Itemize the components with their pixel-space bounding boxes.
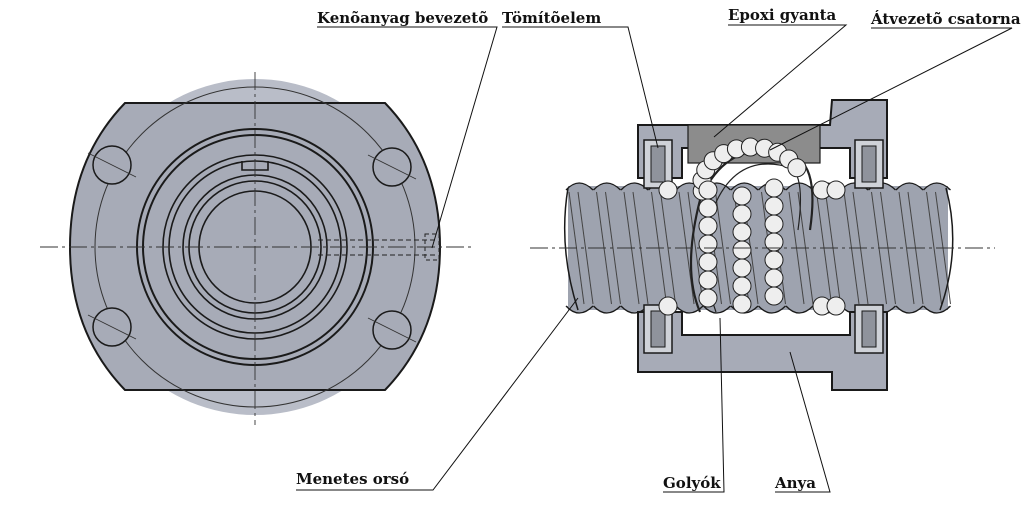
thread-crest-bottom [758, 305, 786, 314]
thread-flank [715, 191, 731, 305]
label-transfer-channel: Átvezetõ csatorna [871, 10, 1021, 28]
seal-element [643, 139, 673, 189]
ball [658, 296, 678, 316]
ball [658, 180, 678, 200]
ball [732, 222, 752, 242]
bolt-hole-centerline [87, 152, 137, 178]
ball [826, 296, 846, 316]
ball [732, 294, 752, 314]
thread-flank [577, 191, 594, 305]
label-epoxy: Epoxi gyanta [728, 6, 837, 24]
end-view-nut [40, 72, 472, 425]
leader-lines [296, 24, 1013, 493]
thread-crest-top [923, 182, 951, 191]
seal-ring [650, 145, 666, 183]
nut-section-bottom [637, 311, 888, 391]
ball [732, 276, 752, 296]
ball [787, 158, 807, 178]
ball [732, 204, 752, 224]
leader-lubricant-inlet [317, 26, 498, 249]
ball [698, 252, 718, 272]
spindle-end-right [939, 187, 954, 311]
thread-crest-bottom [593, 305, 621, 314]
thread-crest-bottom [895, 305, 924, 314]
thread-flank [898, 191, 915, 305]
ball [732, 258, 752, 278]
ball [698, 180, 718, 200]
label-threaded-spindle: Menetes orsó [296, 470, 410, 488]
bolt-hole-centerline [367, 317, 417, 343]
label-lubricant-inlet: Kenõanyag bevezetõ [317, 9, 489, 27]
seal-ring [861, 145, 877, 183]
seal-element [854, 139, 884, 189]
ball [764, 178, 784, 198]
ball [698, 288, 718, 308]
leader-balls [663, 317, 725, 493]
thread-crest-top [895, 182, 924, 191]
label-seal: Tömítõelem [502, 9, 602, 27]
seal-element [643, 304, 673, 354]
leader-transfer-channel [769, 27, 1013, 151]
thread-crest-bottom [703, 305, 731, 314]
thread-crest-bottom [785, 305, 814, 314]
thread-crest-top [593, 182, 621, 191]
section-view-ball-screw [530, 99, 995, 391]
leader-epoxy [713, 24, 848, 138]
thread-crest-top [565, 182, 594, 191]
spindle-end-left [563, 187, 579, 311]
seal-element [854, 304, 884, 354]
seal-ring [650, 310, 666, 348]
thread-crest-bottom [565, 305, 594, 314]
ball [826, 180, 846, 200]
ball [732, 240, 752, 260]
bolt-hole-centerline [367, 154, 417, 180]
lube-channel [318, 239, 436, 256]
ball [764, 268, 784, 288]
ball [698, 270, 718, 290]
thread-crest-bottom [923, 305, 951, 314]
ball [698, 216, 718, 236]
seal-ring [861, 310, 877, 348]
ball [698, 234, 718, 254]
ball [764, 214, 784, 234]
ball [764, 250, 784, 270]
leader-seal [502, 26, 659, 149]
ball [698, 198, 718, 218]
bolt-hole-centerline [87, 314, 137, 340]
label-balls: Golyók [663, 474, 721, 492]
leader-threaded-spindle [296, 297, 579, 491]
ball [764, 286, 784, 306]
ball [764, 196, 784, 216]
label-nut: Anya [775, 474, 816, 492]
return-channel-outer [689, 150, 814, 313]
ball [732, 186, 752, 206]
thread-flank [926, 191, 942, 305]
leader-nut [775, 351, 831, 493]
